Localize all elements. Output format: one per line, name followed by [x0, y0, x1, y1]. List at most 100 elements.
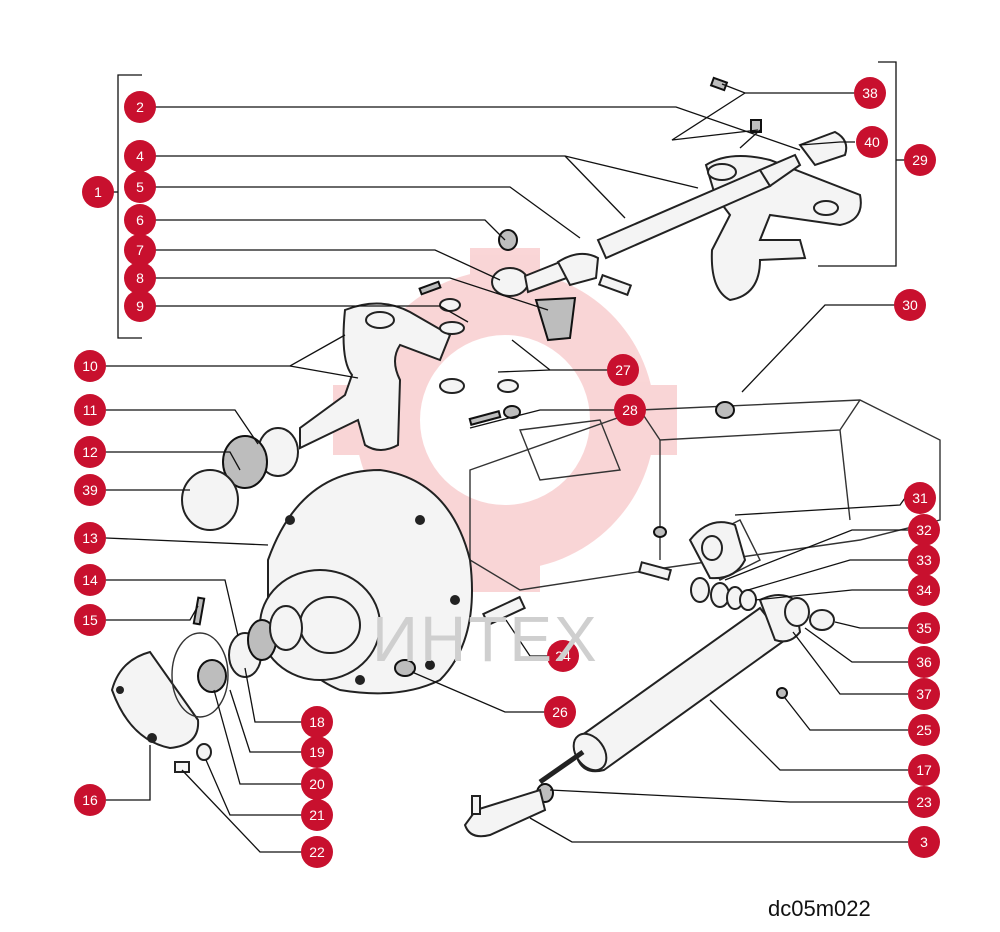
- callout-3: 3: [908, 826, 940, 858]
- callout-4: 4: [124, 140, 156, 172]
- callout-23: 23: [908, 786, 940, 818]
- callout-number: 36: [916, 654, 932, 670]
- callout-40: 40: [856, 126, 888, 158]
- callout-circle: [74, 350, 106, 382]
- callout-number: 11: [83, 402, 98, 418]
- callout-20: 20: [301, 768, 333, 800]
- callout-number: 33: [916, 552, 932, 568]
- callout-circle: [124, 234, 156, 266]
- callout-circle: [908, 786, 940, 818]
- callout-31: 31: [904, 482, 936, 514]
- callout-22: 22: [301, 836, 333, 868]
- callout-circle: [74, 394, 106, 426]
- callout-circle: [908, 646, 940, 678]
- callout-9: 9: [124, 290, 156, 322]
- callout-6: 6: [124, 204, 156, 236]
- diagram-code-label: dc05m022: [768, 896, 871, 921]
- callout-21: 21: [301, 799, 333, 831]
- callout-number: 15: [82, 612, 98, 628]
- steering-cylinder-drawing: [463, 577, 835, 838]
- callout-18: 18: [301, 706, 333, 738]
- callout-circle: [124, 290, 156, 322]
- callout-13: 13: [74, 522, 106, 554]
- group-bracket-right: [818, 61, 905, 267]
- callout-10: 10: [74, 350, 106, 382]
- callout-circle: [124, 204, 156, 236]
- kingpin-knuckle-drawing: [181, 302, 452, 531]
- callout-circle: [614, 394, 646, 426]
- callout-36: 36: [908, 646, 940, 678]
- callout-circle: [607, 354, 639, 386]
- callout-number: 3: [920, 834, 928, 850]
- callout-number: 12: [82, 444, 98, 460]
- callout-number: 17: [916, 762, 932, 778]
- callout-32: 32: [908, 514, 940, 546]
- callout-circle: [74, 522, 106, 554]
- callout-number: 27: [615, 362, 631, 378]
- callout-number: 31: [912, 490, 928, 506]
- callout-14: 14: [74, 564, 106, 596]
- callout-number: 19: [309, 744, 325, 760]
- callout-circle: [544, 696, 576, 728]
- callout-30: 30: [894, 289, 926, 321]
- callout-circle: [854, 77, 886, 109]
- callout-35: 35: [908, 612, 940, 644]
- callout-11: 11: [74, 394, 106, 426]
- callout-circle: [74, 564, 106, 596]
- hub-cap-drawing: [110, 632, 229, 750]
- callout-16: 16: [74, 784, 106, 816]
- callout-7: 7: [124, 234, 156, 266]
- callout-38: 38: [854, 77, 886, 109]
- callout-circle: [124, 262, 156, 294]
- callout-1: 1: [82, 176, 114, 208]
- callout-26: 26: [544, 696, 576, 728]
- callout-circle: [904, 144, 936, 176]
- callout-number: 29: [912, 152, 928, 168]
- callout-12: 12: [74, 436, 106, 468]
- callout-number: 24: [555, 648, 571, 664]
- callout-number: 35: [916, 620, 932, 636]
- callout-circle: [908, 678, 940, 710]
- callout-number: 16: [82, 792, 98, 808]
- callout-28: 28: [614, 394, 646, 426]
- callout-circle: [908, 714, 940, 746]
- callout-8: 8: [124, 262, 156, 294]
- callout-number: 1: [94, 184, 102, 200]
- leader-lines: [105, 83, 908, 853]
- callout-33: 33: [908, 544, 940, 576]
- callout-17: 17: [908, 754, 940, 786]
- callout-circle: [301, 768, 333, 800]
- callout-circle: [908, 754, 940, 786]
- callout-25: 25: [908, 714, 940, 746]
- callout-24: 24: [547, 640, 579, 672]
- tie-rod-drawing: [491, 130, 848, 297]
- callout-number: 9: [136, 298, 144, 314]
- callout-number: 5: [136, 179, 144, 195]
- callout-number: 39: [82, 482, 98, 498]
- callout-number: 26: [552, 704, 568, 720]
- callout-circle: [74, 784, 106, 816]
- callout-circle: [301, 706, 333, 738]
- callout-number: 30: [902, 297, 918, 313]
- callout-circle: [74, 436, 106, 468]
- callout-2: 2: [124, 91, 156, 123]
- callout-number: 32: [916, 522, 932, 538]
- callout-number: 40: [864, 134, 880, 150]
- callout-29: 29: [904, 144, 936, 176]
- callout-number: 22: [309, 844, 325, 860]
- callout-circle: [82, 176, 114, 208]
- callout-39: 39: [74, 474, 106, 506]
- callout-number: 34: [916, 582, 932, 598]
- callout-markers: 1234567891011121314151617181920212223242…: [74, 77, 940, 868]
- callout-circle: [856, 126, 888, 158]
- callout-19: 19: [301, 736, 333, 768]
- callout-number: 28: [622, 402, 638, 418]
- callout-circle: [301, 836, 333, 868]
- callout-number: 6: [136, 212, 144, 228]
- callout-circle: [301, 799, 333, 831]
- callout-5: 5: [124, 171, 156, 203]
- callout-circle: [908, 574, 940, 606]
- callout-number: 13: [82, 530, 98, 546]
- callout-number: 20: [309, 776, 325, 792]
